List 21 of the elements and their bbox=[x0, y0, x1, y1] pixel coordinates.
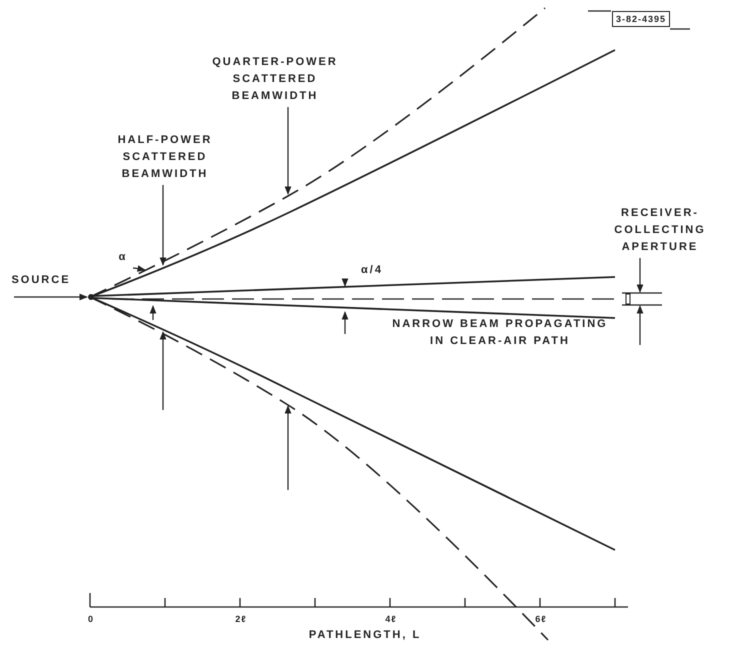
caption-text: NARROW BEAM PROPAGATING IN CLEAR-AIR PATH bbox=[391, 317, 609, 349]
aperture-drawing bbox=[622, 292, 662, 306]
axis-title: PATHLENGTH, L bbox=[308, 628, 422, 643]
leader-arrow bbox=[636, 258, 644, 293]
tick-label: 4ℓ bbox=[384, 613, 398, 626]
angle-label: α bbox=[116, 249, 130, 266]
tick-label: 2ℓ bbox=[234, 613, 248, 626]
leader-arrow bbox=[132, 265, 146, 272]
callout-text: SOURCE bbox=[6, 272, 76, 289]
callout-text: HALF-POWER SCATTERED BEAMWIDTH bbox=[100, 132, 230, 183]
callout-text: RECEIVER-COLLECTING APERTURE bbox=[600, 205, 720, 256]
leader-arrow bbox=[160, 185, 166, 266]
leader-arrow bbox=[342, 278, 348, 287]
leader-arrow bbox=[284, 107, 292, 195]
leader-arrow bbox=[14, 294, 88, 300]
tick-label: 6ℓ bbox=[534, 613, 548, 626]
angle-label: α/4 bbox=[352, 262, 392, 279]
drawing-number-box: 3-82-4395 bbox=[612, 11, 670, 27]
callout-text: QUARTER-POWER SCATTERED BEAMWIDTH bbox=[195, 54, 355, 105]
source-point bbox=[88, 294, 94, 300]
tick-label: 0 bbox=[86, 613, 95, 626]
